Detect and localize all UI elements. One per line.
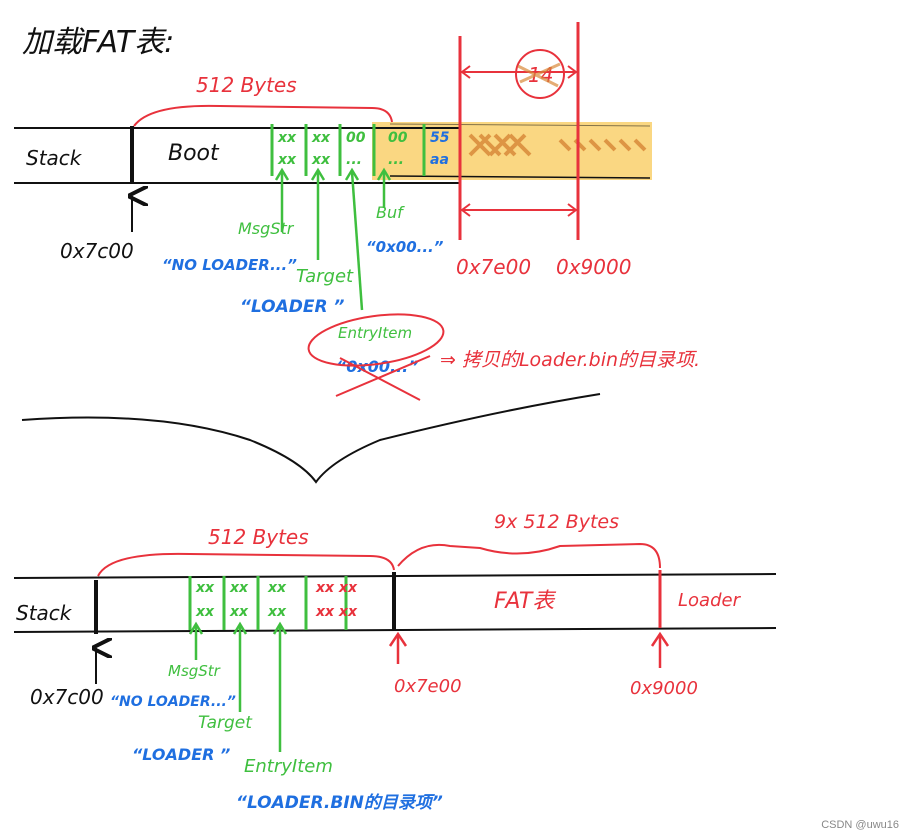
bottom-arrow-entry-head <box>272 621 288 635</box>
bottom-brace-512 <box>97 552 395 577</box>
bottom-size-label-fat: 9x 512 Bytes <box>494 511 619 533</box>
bottom-memory-map: Stack xx xx xx xx xx xx xx xx xx xx FAT表… <box>13 511 777 813</box>
bottom-label-msgstr-val: “NO LOADER...” <box>110 694 236 710</box>
top-label-buf-val: “0x00...” <box>366 238 444 256</box>
top-strip-ext <box>389 175 651 179</box>
top-brace-512 <box>133 104 393 127</box>
top-label-msgstr: MsgStr <box>238 219 295 238</box>
top-cell-1b: xx <box>277 152 297 168</box>
bottom-label-msgstr: MsgStr <box>168 662 221 680</box>
top-size-label: 512 Bytes <box>196 73 297 97</box>
bottom-cell-4b: xx xx <box>315 604 358 620</box>
bottom-label-target-val: “LOADER ” <box>132 745 230 764</box>
bottom-cell-4a: xx xx <box>315 580 358 596</box>
watermark: CSDN @uwu16 <box>821 819 899 831</box>
top-cell-boot: Boot <box>168 141 220 166</box>
buffer-hatch <box>468 133 647 157</box>
bottom-cell-loader: Loader <box>678 590 742 611</box>
top-label-target-val: “LOADER ” <box>240 297 345 317</box>
bottom-cell-3a: xx <box>267 580 287 596</box>
top-arrow-buf-head <box>376 167 392 181</box>
bottom-cell-1b: xx <box>195 604 215 620</box>
top-cell-1a: xx <box>277 130 297 146</box>
top-addr-9000: 0x9000 <box>556 255 631 279</box>
top-cell-5b: aa <box>430 152 449 168</box>
top-arrow-entry-head <box>344 167 360 181</box>
top-cell-3a: 00 <box>346 130 366 146</box>
bottom-cell-2b: xx <box>229 604 249 620</box>
top-addr-7e00: 0x7e00 <box>456 255 531 279</box>
bottom-cell-stack: Stack <box>16 601 73 625</box>
top-label-msgstr-val: “NO LOADER...” <box>162 256 297 274</box>
top-cell-2b: xx <box>311 152 331 168</box>
bottom-cell-3b: xx <box>267 604 287 620</box>
top-label-entry: EntryItem <box>338 324 412 342</box>
bottom-label-entry-val: “LOADER.BIN的目录项” <box>236 793 443 813</box>
top-arrow-target-head <box>310 167 326 181</box>
top-dim-scribble <box>517 62 561 88</box>
bottom-arrow-fat-head <box>388 631 408 647</box>
diagram-title: 加载FAT表: <box>22 25 174 60</box>
bottom-cell-1a: xx <box>195 580 215 596</box>
bottom-arrow-msgstr-head <box>188 621 204 635</box>
top-dim-upper-arrows <box>460 65 578 79</box>
top-label-entry-note: ⇒ 拷贝的Loader.bin的目录项. <box>440 349 700 371</box>
section-brace <box>21 393 601 484</box>
top-cell-3b: ... <box>346 152 362 168</box>
bottom-addr-stack: 0x7c00 <box>30 685 104 709</box>
top-entry-circle <box>307 313 445 367</box>
top-cell-stack: Stack <box>26 146 83 170</box>
bottom-label-target: Target <box>198 713 253 733</box>
top-label-buf: Buf <box>376 203 405 222</box>
top-dim-circle <box>515 49 565 99</box>
bottom-addr-fat: 0x7e00 <box>394 676 462 697</box>
top-cell-4a: 00 <box>388 130 408 146</box>
top-label-target: Target <box>296 266 354 287</box>
top-label-entry-val: “0x00...” <box>336 357 419 376</box>
top-arrow-entry <box>350 171 364 311</box>
bottom-addr-loader: 0x9000 <box>630 678 698 699</box>
bottom-size-label: 512 Bytes <box>208 525 309 549</box>
bottom-label-entry: EntryItem <box>244 756 333 777</box>
bottom-brace-fat <box>397 542 661 569</box>
top-cell-2a: xx <box>311 130 331 146</box>
bottom-arrow-target-head <box>232 621 248 635</box>
top-dim-lower-arrows <box>460 203 578 217</box>
top-cell-5a: 55 <box>430 130 450 146</box>
bottom-cell-2a: xx <box>229 580 249 596</box>
top-arrow-msgstr-head <box>274 167 290 181</box>
top-strip-ext-top <box>389 123 651 127</box>
top-cell-4b: ... <box>388 152 404 168</box>
top-entry-strike <box>335 355 431 401</box>
top-addr-stack: 0x7c00 <box>60 239 134 263</box>
top-memory-map: Stack Boot xx xx xx xx 00 ... 00 ... 55 … <box>14 22 700 401</box>
bottom-arrow-loader-head <box>650 631 670 647</box>
bottom-cell-fat: FAT表 <box>494 589 556 614</box>
